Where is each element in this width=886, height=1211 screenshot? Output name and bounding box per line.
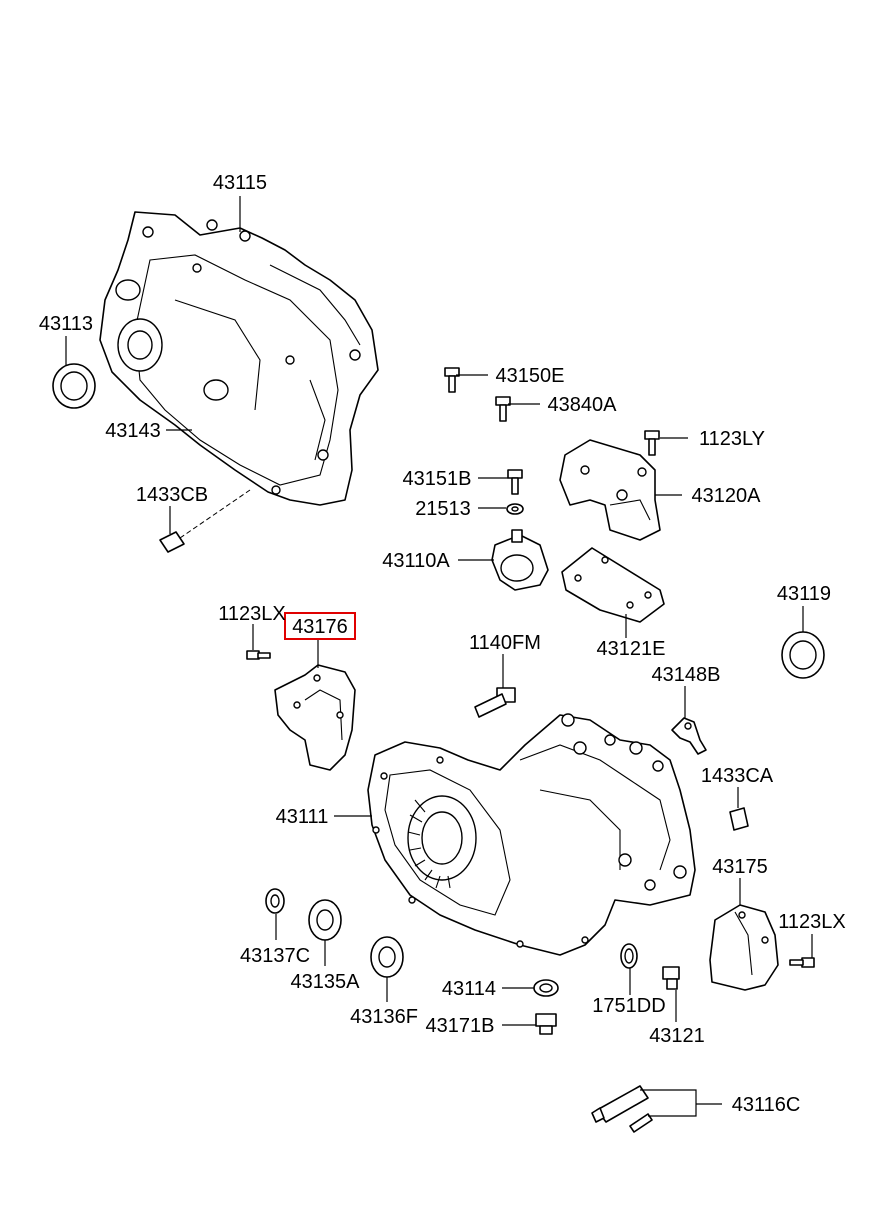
label-1123LX-left[interactable]: 1123LX [218, 603, 285, 625]
gasket-1751DD-part[interactable] [620, 943, 638, 969]
label-43119[interactable]: 43119 [777, 583, 831, 605]
oil-seal-43119-part[interactable] [781, 631, 825, 679]
label-1433CB[interactable]: 1433CB [136, 484, 208, 506]
washer-43137C-part[interactable] [265, 888, 285, 914]
label-43150E[interactable]: 43150E [496, 365, 565, 387]
dowel-pin-1433CB-part[interactable] [159, 489, 251, 553]
label-43115[interactable]: 43115 [213, 172, 267, 194]
dowel-pin-1433CA-part[interactable] [729, 807, 749, 831]
washer-21513-part[interactable] [506, 503, 524, 515]
label-43111[interactable]: 43111 [276, 806, 329, 828]
bracket-43176-part[interactable] [274, 664, 356, 771]
label-43176[interactable]: 43176 [292, 616, 348, 638]
label-43148B[interactable]: 43148B [652, 664, 721, 686]
plate-43121E-part[interactable] [561, 547, 665, 623]
label-43121E[interactable]: 43121E [597, 638, 666, 660]
highlight-box-43176 [284, 612, 356, 640]
bolt-1123LX-right-part[interactable] [789, 957, 815, 968]
oil-seal-43113-part[interactable] [52, 363, 96, 409]
bolt-43150E-part[interactable] [444, 367, 460, 393]
bolt-1123LY-part[interactable] [644, 430, 660, 456]
gasket-43114-part[interactable] [533, 979, 559, 997]
bracket-43175-part[interactable] [709, 904, 779, 991]
label-43110A[interactable]: 43110A [382, 550, 450, 572]
label-43120A[interactable]: 43120A [692, 485, 762, 507]
bearing-43136F-part[interactable] [370, 936, 404, 978]
leader-lines [65, 196, 813, 1117]
label-43840A[interactable]: 43840A [548, 394, 618, 416]
label-1123LX-right[interactable]: 1123LX [778, 911, 845, 933]
bearing-43135A-part[interactable] [308, 899, 342, 941]
label-43143[interactable]: 43143 [105, 420, 161, 442]
label-43135A[interactable]: 43135A [291, 971, 361, 993]
bolt-43151B-part[interactable] [507, 469, 523, 495]
label-43116C[interactable]: 43116C [732, 1094, 801, 1116]
label-43151B[interactable]: 43151B [403, 468, 472, 490]
label-1123LY[interactable]: 1123LY [699, 428, 765, 450]
label-1751DD[interactable]: 1751DD [592, 995, 665, 1017]
drain-plug-43171B-part[interactable] [535, 1013, 557, 1035]
label-43136F[interactable]: 43136F [350, 1006, 418, 1028]
label-21513[interactable]: 21513 [415, 498, 471, 520]
bolt-43840A-part[interactable] [495, 396, 511, 422]
part-labels: 43115 43113 43143 1433CB 43150E 43840A 1… [39, 172, 846, 1116]
label-1140FM[interactable]: 1140FM [469, 632, 541, 654]
label-1433CA[interactable]: 1433CA [701, 765, 774, 787]
clutch-housing-part[interactable] [99, 211, 379, 506]
label-43113[interactable]: 43113 [39, 313, 93, 335]
transaxle-case-part[interactable] [367, 713, 696, 956]
label-43175[interactable]: 43175 [712, 856, 768, 878]
mount-bracket-43120A-part[interactable] [559, 439, 661, 541]
insulator-43110A-part[interactable] [491, 529, 549, 591]
sealant-tube-43116C-part[interactable] [591, 1085, 653, 1133]
label-43171B[interactable]: 43171B [426, 1015, 495, 1037]
clip-43148B-part[interactable] [671, 717, 707, 755]
label-43137C[interactable]: 43137C [240, 945, 310, 967]
bolt-1123LX-left-part[interactable] [246, 650, 271, 660]
label-43114[interactable]: 43114 [442, 978, 496, 1000]
label-43121[interactable]: 43121 [649, 1025, 705, 1047]
bolt-1140FM-part[interactable] [474, 687, 516, 718]
plug-43121-part[interactable] [662, 966, 680, 990]
